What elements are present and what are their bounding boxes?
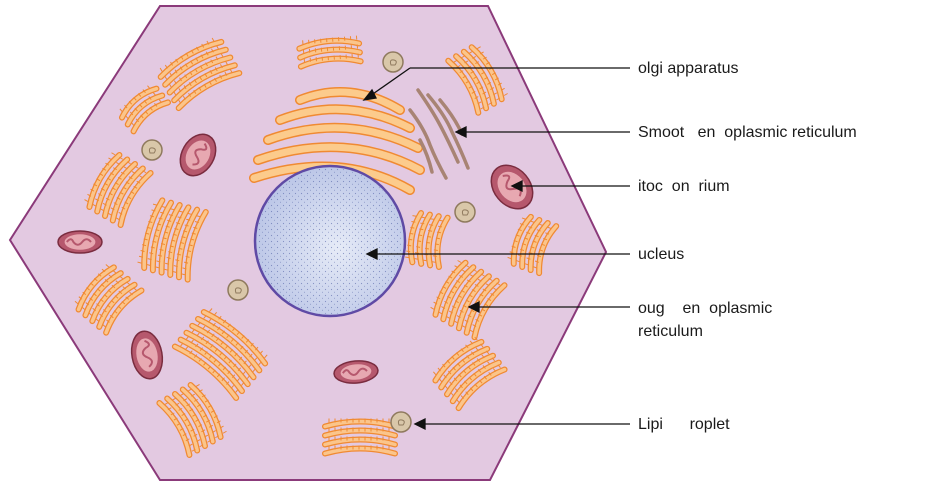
mitochondrion — [58, 231, 102, 253]
label-lipid-droplet: Lipi roplet — [638, 414, 730, 435]
lipid-droplet — [391, 412, 411, 432]
label-nucleus: ucleus — [638, 244, 684, 265]
lipid-droplet — [228, 280, 248, 300]
lipid-droplet — [455, 202, 475, 222]
lipid-droplet — [383, 52, 403, 72]
label-mitochondrion: itoc on rium — [638, 176, 730, 197]
label-rough-er-line1: oug en oplasmic — [638, 298, 772, 319]
label-smooth-er: Smoot en oplasmic reticulum — [638, 122, 857, 143]
label-rough-er-line2: reticulum — [638, 321, 703, 342]
lipid-droplet — [142, 140, 162, 160]
label-golgi: olgi apparatus — [638, 58, 739, 79]
nucleus-chromatin — [257, 168, 403, 314]
